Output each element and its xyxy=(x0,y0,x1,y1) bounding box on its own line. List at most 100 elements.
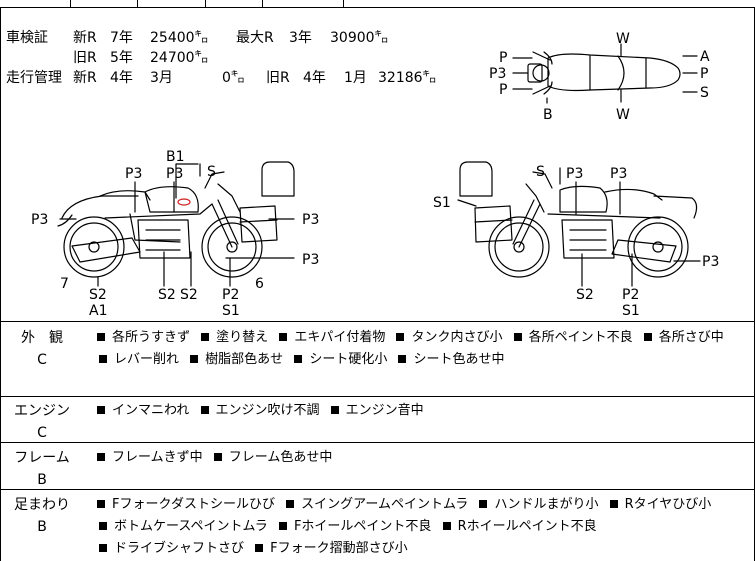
mileage-old-month: 1月 xyxy=(344,70,367,86)
bullet-square-icon xyxy=(279,333,288,341)
right-p3-top-a-label: P3 xyxy=(566,166,583,182)
top-p-right-label: P xyxy=(700,66,708,82)
mileage-new-month: 3月 xyxy=(150,70,173,86)
left-side-motorcycle xyxy=(57,161,295,278)
list-item: ハンドルまがり小 xyxy=(477,497,603,512)
list-item: Fホイールペイント不良 xyxy=(277,519,436,534)
bullet-square-icon xyxy=(99,544,107,552)
new-r-label: 新R xyxy=(73,30,97,46)
bullet-square-icon xyxy=(278,522,287,530)
right-s-top-label: S xyxy=(536,164,545,180)
list-item: インマニわれ xyxy=(97,403,194,418)
left-border xyxy=(0,7,1,561)
list-item: Fフォークダストシールひび xyxy=(97,497,280,512)
mileage-new-km: 0㌔ xyxy=(222,70,245,86)
damage-mark xyxy=(177,198,191,206)
bullet-square-icon xyxy=(97,406,105,414)
list-item: 各所うすきず xyxy=(97,330,195,345)
list-item: エキパイ付着物 xyxy=(277,330,390,345)
bullet-square-icon xyxy=(294,355,303,363)
list-item: タンク内さび小 xyxy=(394,330,507,345)
left-s1-label: S1 xyxy=(222,303,240,319)
row-rule xyxy=(0,7,755,8)
old-r-label: 旧R xyxy=(73,50,97,66)
top-sliver-divider xyxy=(343,0,344,7)
top-b-label: B xyxy=(543,107,553,123)
list-item: ボトムケースペイントムラ xyxy=(97,519,273,534)
left-s2-b-label: S2 xyxy=(158,287,176,303)
top-view-motorcycle xyxy=(527,43,681,103)
bullet-square-icon xyxy=(200,406,209,414)
max-r-km: 30900㌔ xyxy=(330,30,389,46)
new-r-year: 7年 xyxy=(110,30,133,46)
left-p3-left-label: P3 xyxy=(31,212,48,228)
list-item: 各所さび中 xyxy=(642,330,729,345)
right-p3-top-b-label: P3 xyxy=(610,166,627,182)
top-p2-label: P xyxy=(499,82,507,98)
bullet-square-icon xyxy=(97,333,105,341)
list-item: スイングアームペイントムラ xyxy=(284,497,473,512)
list-item: レバー削れ xyxy=(97,352,184,367)
section-grade: B xyxy=(37,519,47,535)
list-item: Fフォーク摺動部さび小 xyxy=(253,541,412,556)
right-p3-right-label: P3 xyxy=(702,254,719,270)
section-title: エンジン xyxy=(14,403,70,419)
section-items: 各所うすきず 塗り替え エキパイ付着物 タンク内さび小 各所ペイント不良 各所さ… xyxy=(97,327,749,371)
mileage-old-km: 32186㌔ xyxy=(378,70,437,86)
row-rule xyxy=(0,321,755,322)
bullet-square-icon xyxy=(396,333,405,341)
bullet-square-icon xyxy=(398,355,407,363)
left-seven-label: 7 xyxy=(60,276,69,292)
left-six-label: 6 xyxy=(255,276,264,292)
left-s2-a-label: S2 xyxy=(89,287,107,303)
mileage-new-year: 4年 xyxy=(110,70,133,86)
bullet-square-icon xyxy=(286,500,295,508)
bullet-square-icon xyxy=(97,500,105,508)
top-sliver-divider xyxy=(205,0,206,7)
old-r-year: 5年 xyxy=(110,50,133,66)
bullet-square-icon xyxy=(442,522,451,530)
bullet-square-icon xyxy=(609,500,618,508)
bullet-square-icon xyxy=(479,500,488,508)
inspection-label: 車検証 xyxy=(6,30,48,46)
list-item: フレームきず中 xyxy=(97,450,208,465)
list-item: エンジン吹け不調 xyxy=(199,403,325,418)
top-p1-label: P xyxy=(499,50,507,66)
old-r-km: 24700㌔ xyxy=(150,50,209,66)
max-r-label: 最大R xyxy=(236,30,274,46)
section-title: フレーム xyxy=(14,450,70,466)
top-w-top-label: W xyxy=(616,31,630,47)
list-item: 各所ペイント不良 xyxy=(512,330,638,345)
max-r-year: 3年 xyxy=(289,30,312,46)
row-rule xyxy=(0,489,755,490)
list-item: シート硬化小 xyxy=(292,352,392,367)
list-item: シート色あせ中 xyxy=(396,352,509,367)
right-s1-left-label: S1 xyxy=(433,195,451,211)
top-sliver-divider xyxy=(262,0,263,7)
right-s2-label: S2 xyxy=(576,287,594,303)
top-w-bottom-label: W xyxy=(616,107,630,123)
top-a-label: A xyxy=(700,49,710,65)
mileage-old-year: 4年 xyxy=(303,70,326,86)
bullet-square-icon xyxy=(99,355,107,363)
section-items: インマニわれ エンジン吹け不調 エンジン音中 xyxy=(97,400,749,422)
top-p3-label: P3 xyxy=(489,66,506,82)
section-title: 外 観 xyxy=(21,330,63,346)
right-side-motorcycle xyxy=(459,161,698,278)
top-s-label: S xyxy=(700,85,709,101)
left-b1-label: B1 xyxy=(166,149,185,165)
row-rule xyxy=(0,442,755,443)
bullet-square-icon xyxy=(201,333,210,341)
new-r-km: 25400㌔ xyxy=(150,30,209,46)
list-item: ドライブシャフトさび xyxy=(97,541,249,556)
bullet-square-icon xyxy=(190,355,199,363)
list-item: Rホイールペイント不良 xyxy=(441,519,602,534)
list-item: 樹脂部色あせ xyxy=(188,352,288,367)
bullet-square-icon xyxy=(255,544,264,552)
mileage-label: 走行管理 xyxy=(6,70,62,86)
section-grade: B xyxy=(37,472,47,488)
list-item: エンジン音中 xyxy=(329,403,429,418)
bullet-square-icon xyxy=(513,333,522,341)
